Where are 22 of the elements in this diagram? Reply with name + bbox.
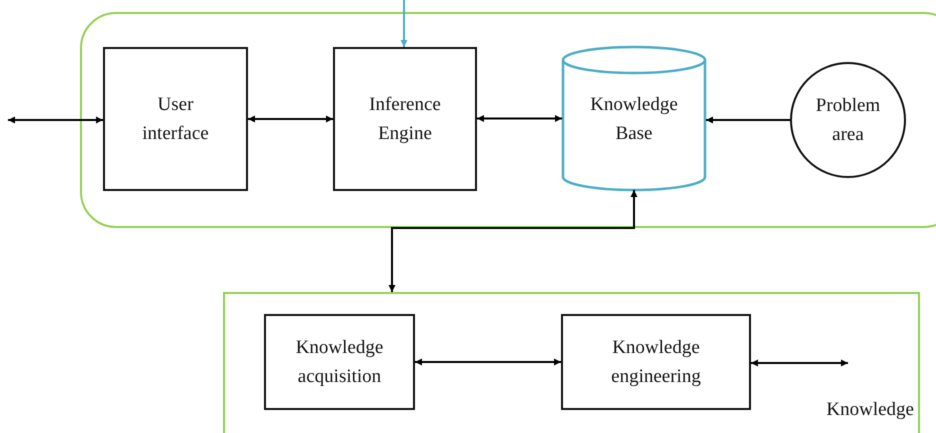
- process-box: [103, 47, 248, 191]
- arrow: [248, 116, 333, 122]
- node-label: Inference Engine: [368, 93, 442, 146]
- node-label: Problem area: [814, 94, 882, 147]
- process-box: [264, 314, 415, 410]
- arrow: [388, 190, 638, 292]
- arrow: [477, 115, 562, 122]
- arrow: [415, 358, 561, 366]
- knowledge-container: [223, 292, 920, 433]
- process-box: [561, 314, 751, 410]
- arrow: [751, 360, 848, 366]
- container-label: Knowledge: [826, 398, 914, 422]
- node-label: Knowledge Base: [589, 92, 679, 146]
- arrow: [8, 116, 103, 124]
- database-cylinder: [562, 47, 706, 190]
- system-container: [80, 12, 936, 228]
- arrow: [400, 0, 408, 47]
- node-label: Knowledge acquisition: [294, 336, 384, 389]
- process-box: [333, 47, 477, 191]
- node-label: Knowledge engineering: [610, 336, 702, 389]
- arrow: [706, 116, 790, 124]
- node-label: User interface: [141, 93, 210, 146]
